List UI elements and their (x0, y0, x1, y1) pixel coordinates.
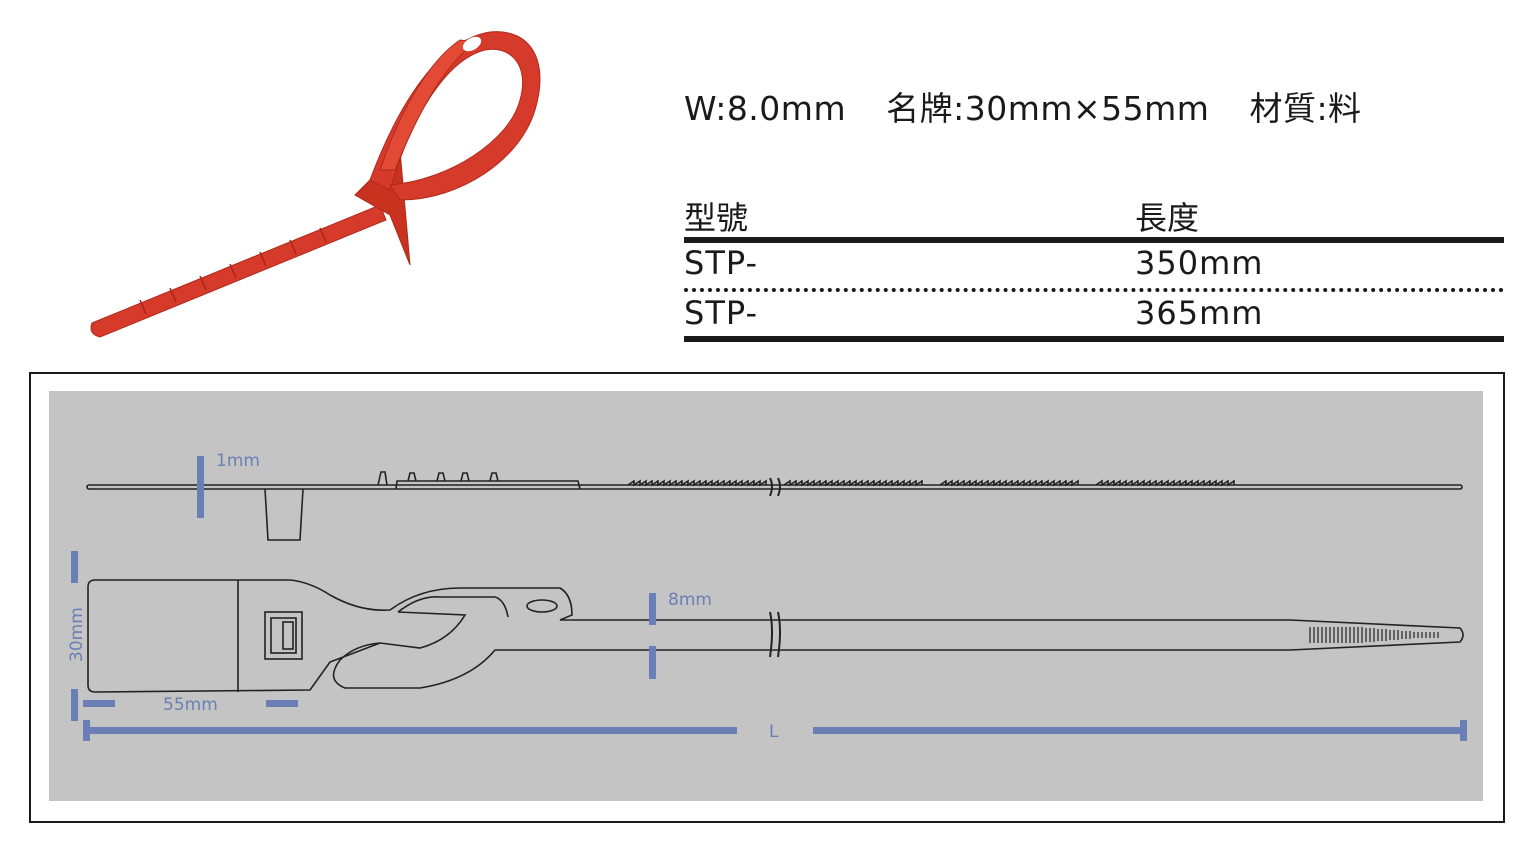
length-label: L (769, 722, 779, 742)
diagram-frame (29, 372, 1505, 823)
strap-width-label: 8mm (668, 590, 712, 610)
row-1-length: 350mm (1135, 244, 1264, 282)
row-1-model: STP- (684, 244, 758, 282)
strap-width-dim-bottom (649, 646, 656, 679)
table-bottom-rule (684, 336, 1504, 342)
tag-width-label: 55mm (163, 695, 218, 715)
tag-height-dim-top (71, 551, 78, 583)
spec-line: W:8.0mm 名牌:30mm×55mm 材質:料 (684, 82, 1402, 130)
spec-material: 材質:料 (1249, 89, 1362, 128)
spec-width: W:8.0mm (684, 89, 847, 128)
thickness-dim-marker (197, 456, 204, 518)
thickness-label: 1mm (216, 451, 260, 471)
product-photo (90, 31, 541, 338)
side-view-tab (264, 488, 304, 541)
table-top-rule (684, 237, 1504, 243)
tag-height-dim-bottom (71, 689, 78, 721)
strap-width-dim-top (649, 593, 656, 625)
length-dim-right (813, 727, 1467, 734)
tag-width-dim-left (83, 700, 115, 707)
row-divider (684, 288, 1504, 292)
header-length: 長度 (1135, 199, 1200, 237)
length-dim-left (83, 727, 737, 734)
side-view-strap (86, 484, 1463, 490)
spec-tag-size: 名牌:30mm×55mm (886, 89, 1210, 128)
row-2-model: STP- (684, 294, 758, 332)
tag-width-dim-right (266, 700, 298, 707)
header-model: 型號 (684, 199, 749, 237)
tag-height-label: 30mm (67, 607, 87, 662)
row-2-length: 365mm (1135, 294, 1264, 332)
